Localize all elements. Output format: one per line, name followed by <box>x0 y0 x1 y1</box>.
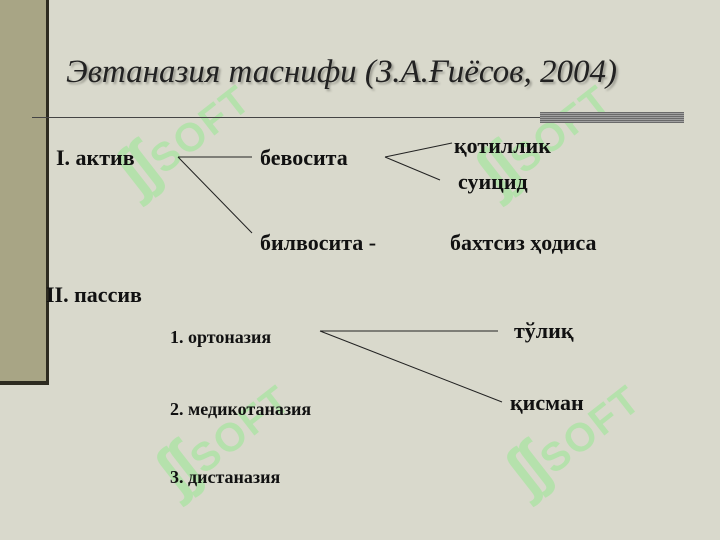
sidebar-strip <box>0 0 46 383</box>
node-murder: қотиллик <box>454 133 551 158</box>
node-full: тўлиқ <box>514 318 574 343</box>
node-accident: бахтсиз ҳодиса <box>450 230 597 255</box>
node-direct: билвосита - <box>260 230 377 255</box>
line-active-direct <box>177 156 253 234</box>
node-orthothanasia: 1. ортоназия <box>170 327 272 347</box>
node-indirect: бевосита <box>260 145 348 170</box>
node-passive: II. пассив <box>46 282 142 307</box>
title-underline <box>32 117 684 118</box>
node-active: I. актив <box>56 145 135 170</box>
node-medicothanasia: 2. медикотаназия <box>170 399 312 419</box>
sidebar-bottom-edge <box>0 381 49 385</box>
title-underline-bar <box>540 112 684 123</box>
line-indirect-murder <box>384 142 453 158</box>
node-suicide: суицид <box>458 169 528 194</box>
sidebar-edge <box>46 0 49 385</box>
node-dysthanasia: 3. дистаназия <box>170 467 281 487</box>
slide-title: Эвтаназия таснифи (З.А.Ғиёсов, 2004) <box>66 54 617 90</box>
node-partial: қисман <box>510 390 584 415</box>
line-indirect-suicide <box>384 156 441 181</box>
line-ortho-partial <box>319 330 503 403</box>
